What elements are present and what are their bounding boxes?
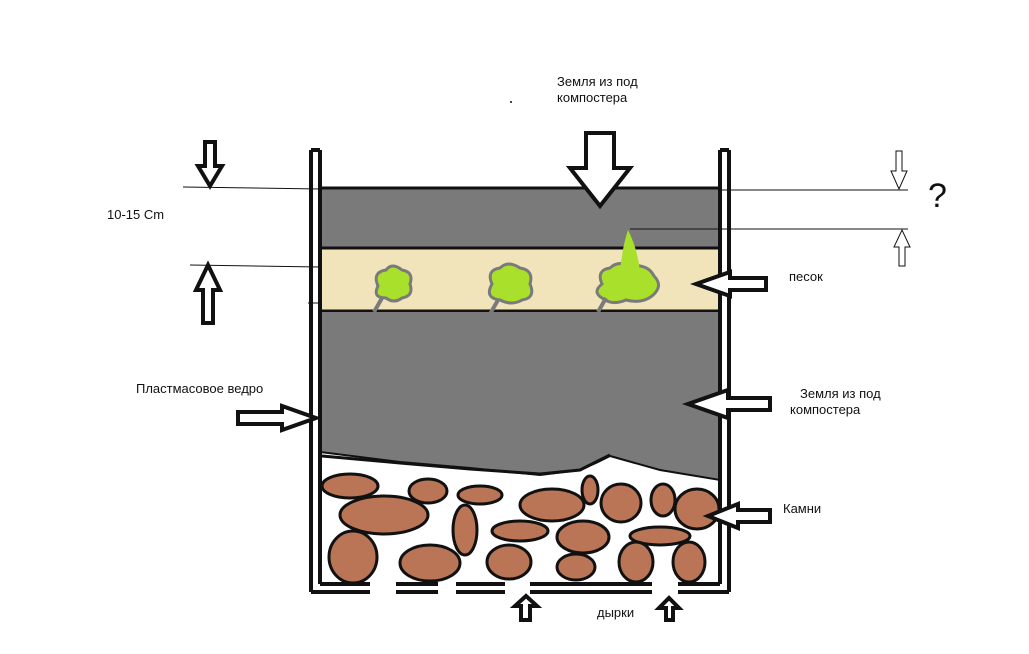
stone-icon (327, 529, 379, 585)
sand-label: песок (789, 269, 823, 284)
holes-label: дырки (597, 605, 635, 620)
stone-icon (555, 519, 611, 555)
question-mark: ? (928, 177, 947, 215)
stones (320, 472, 721, 585)
bucket-bottom (311, 582, 729, 594)
stone-icon (398, 543, 462, 583)
stone-icon (485, 543, 533, 581)
stone-icon (580, 474, 600, 506)
arrow-right-icon (236, 403, 323, 433)
thickness-label: 10-15 Cm (107, 207, 165, 222)
stone-icon (649, 482, 677, 518)
bucket-label: Пластмасовое ведро (136, 381, 264, 396)
lower-soil-layer (319, 310, 721, 482)
stone-icon (320, 472, 380, 500)
arrow-left-icon (702, 501, 772, 531)
stone-icon (451, 503, 479, 557)
top-soil-label: Земля из под компостера (557, 74, 638, 105)
arrow-left-icon (689, 269, 768, 299)
stone-icon (490, 519, 550, 543)
stone-icon (628, 525, 692, 547)
arrow-up-icon (192, 260, 224, 325)
stone-icon (555, 552, 597, 582)
stone-icon (671, 540, 707, 584)
arrow-down-icon (890, 150, 908, 191)
stone-icon (338, 494, 430, 536)
stones-label: Камни (783, 501, 822, 516)
arrow-left-icon (681, 387, 772, 421)
seedling-icon (487, 262, 534, 315)
seedling-icon (372, 264, 413, 313)
arrow-down-icon (565, 131, 635, 210)
stone-icon (673, 487, 721, 531)
seedling-icon (595, 230, 660, 313)
top-soil-layer (318, 186, 722, 250)
arrow-up-icon (509, 593, 543, 622)
sprout-icon (620, 230, 640, 272)
lower-soil-label: Земля из под компостера (790, 386, 881, 417)
arrow-up-icon (654, 595, 684, 622)
measure-lines (182, 186, 908, 304)
arrow-up-icon (893, 228, 911, 267)
arrow-down-icon (194, 140, 226, 190)
stone-icon (599, 482, 643, 524)
stone-icon (407, 477, 449, 505)
seedlings (372, 230, 660, 315)
stone-icon (617, 540, 655, 584)
stone-icon (518, 487, 586, 523)
stone-icon (456, 484, 504, 506)
